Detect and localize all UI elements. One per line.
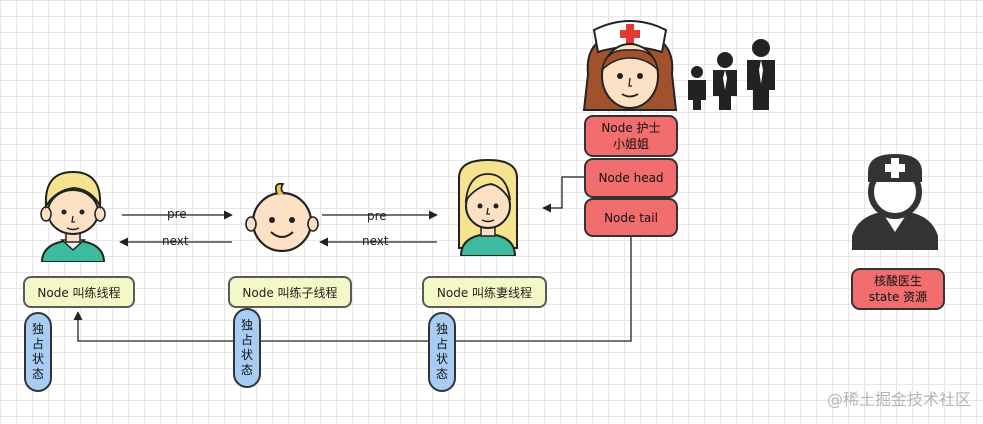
pre-label-2: pre [367,209,387,223]
head-pointer [542,176,584,213]
next-label-2: next [362,234,389,248]
people-icon [688,39,775,110]
doctor-resource-box: 核酸医生 state 资源 [851,268,945,310]
pre-label-1: pre [167,207,187,221]
tail-pointer [73,237,632,342]
node-box-2: Node 叫练子线程 [228,276,352,308]
node-box-3: Node 叫练妻线程 [422,276,547,308]
exclusive-state-pill-2: 独占状态 [233,308,261,388]
exclusive-state-pill-3: 独占状态 [428,312,456,392]
man-avatar-icon [40,170,106,262]
node-box-1: Node 叫练线程 [23,276,135,308]
doctor-icon [852,154,938,250]
nurse-node-box: Node 护士 小姐姐 [584,115,678,157]
baby-avatar-icon [245,182,319,253]
woman-avatar-icon [458,158,518,256]
head-node-box: Node head [584,158,678,198]
nurse-avatar-icon [582,20,678,111]
tail-node-box: Node tail [584,198,678,237]
next-label-1: next [162,234,189,248]
exclusive-state-pill-1: 独占状态 [24,312,52,392]
watermark: @稀土掘金技术社区 [826,390,971,409]
